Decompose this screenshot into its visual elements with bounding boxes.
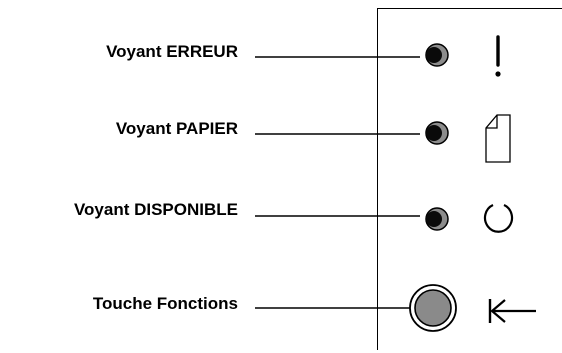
paper-led-label: Voyant PAPIER [116, 119, 238, 138]
function-key-button[interactable] [409, 284, 457, 332]
function-key-label: Touche Fonctions [93, 294, 238, 313]
ready-led-label: Voyant DISPONIBLE [74, 200, 238, 219]
ready-led [425, 207, 449, 231]
arrow-left-bar-icon [488, 299, 536, 323]
error-led-label: Voyant ERREUR [106, 42, 238, 61]
open-circle-icon [483, 204, 514, 233]
error-led [425, 43, 449, 67]
exclamation-icon [495, 35, 501, 77]
paper-sheet-icon [485, 114, 511, 163]
paper-led [425, 121, 449, 145]
